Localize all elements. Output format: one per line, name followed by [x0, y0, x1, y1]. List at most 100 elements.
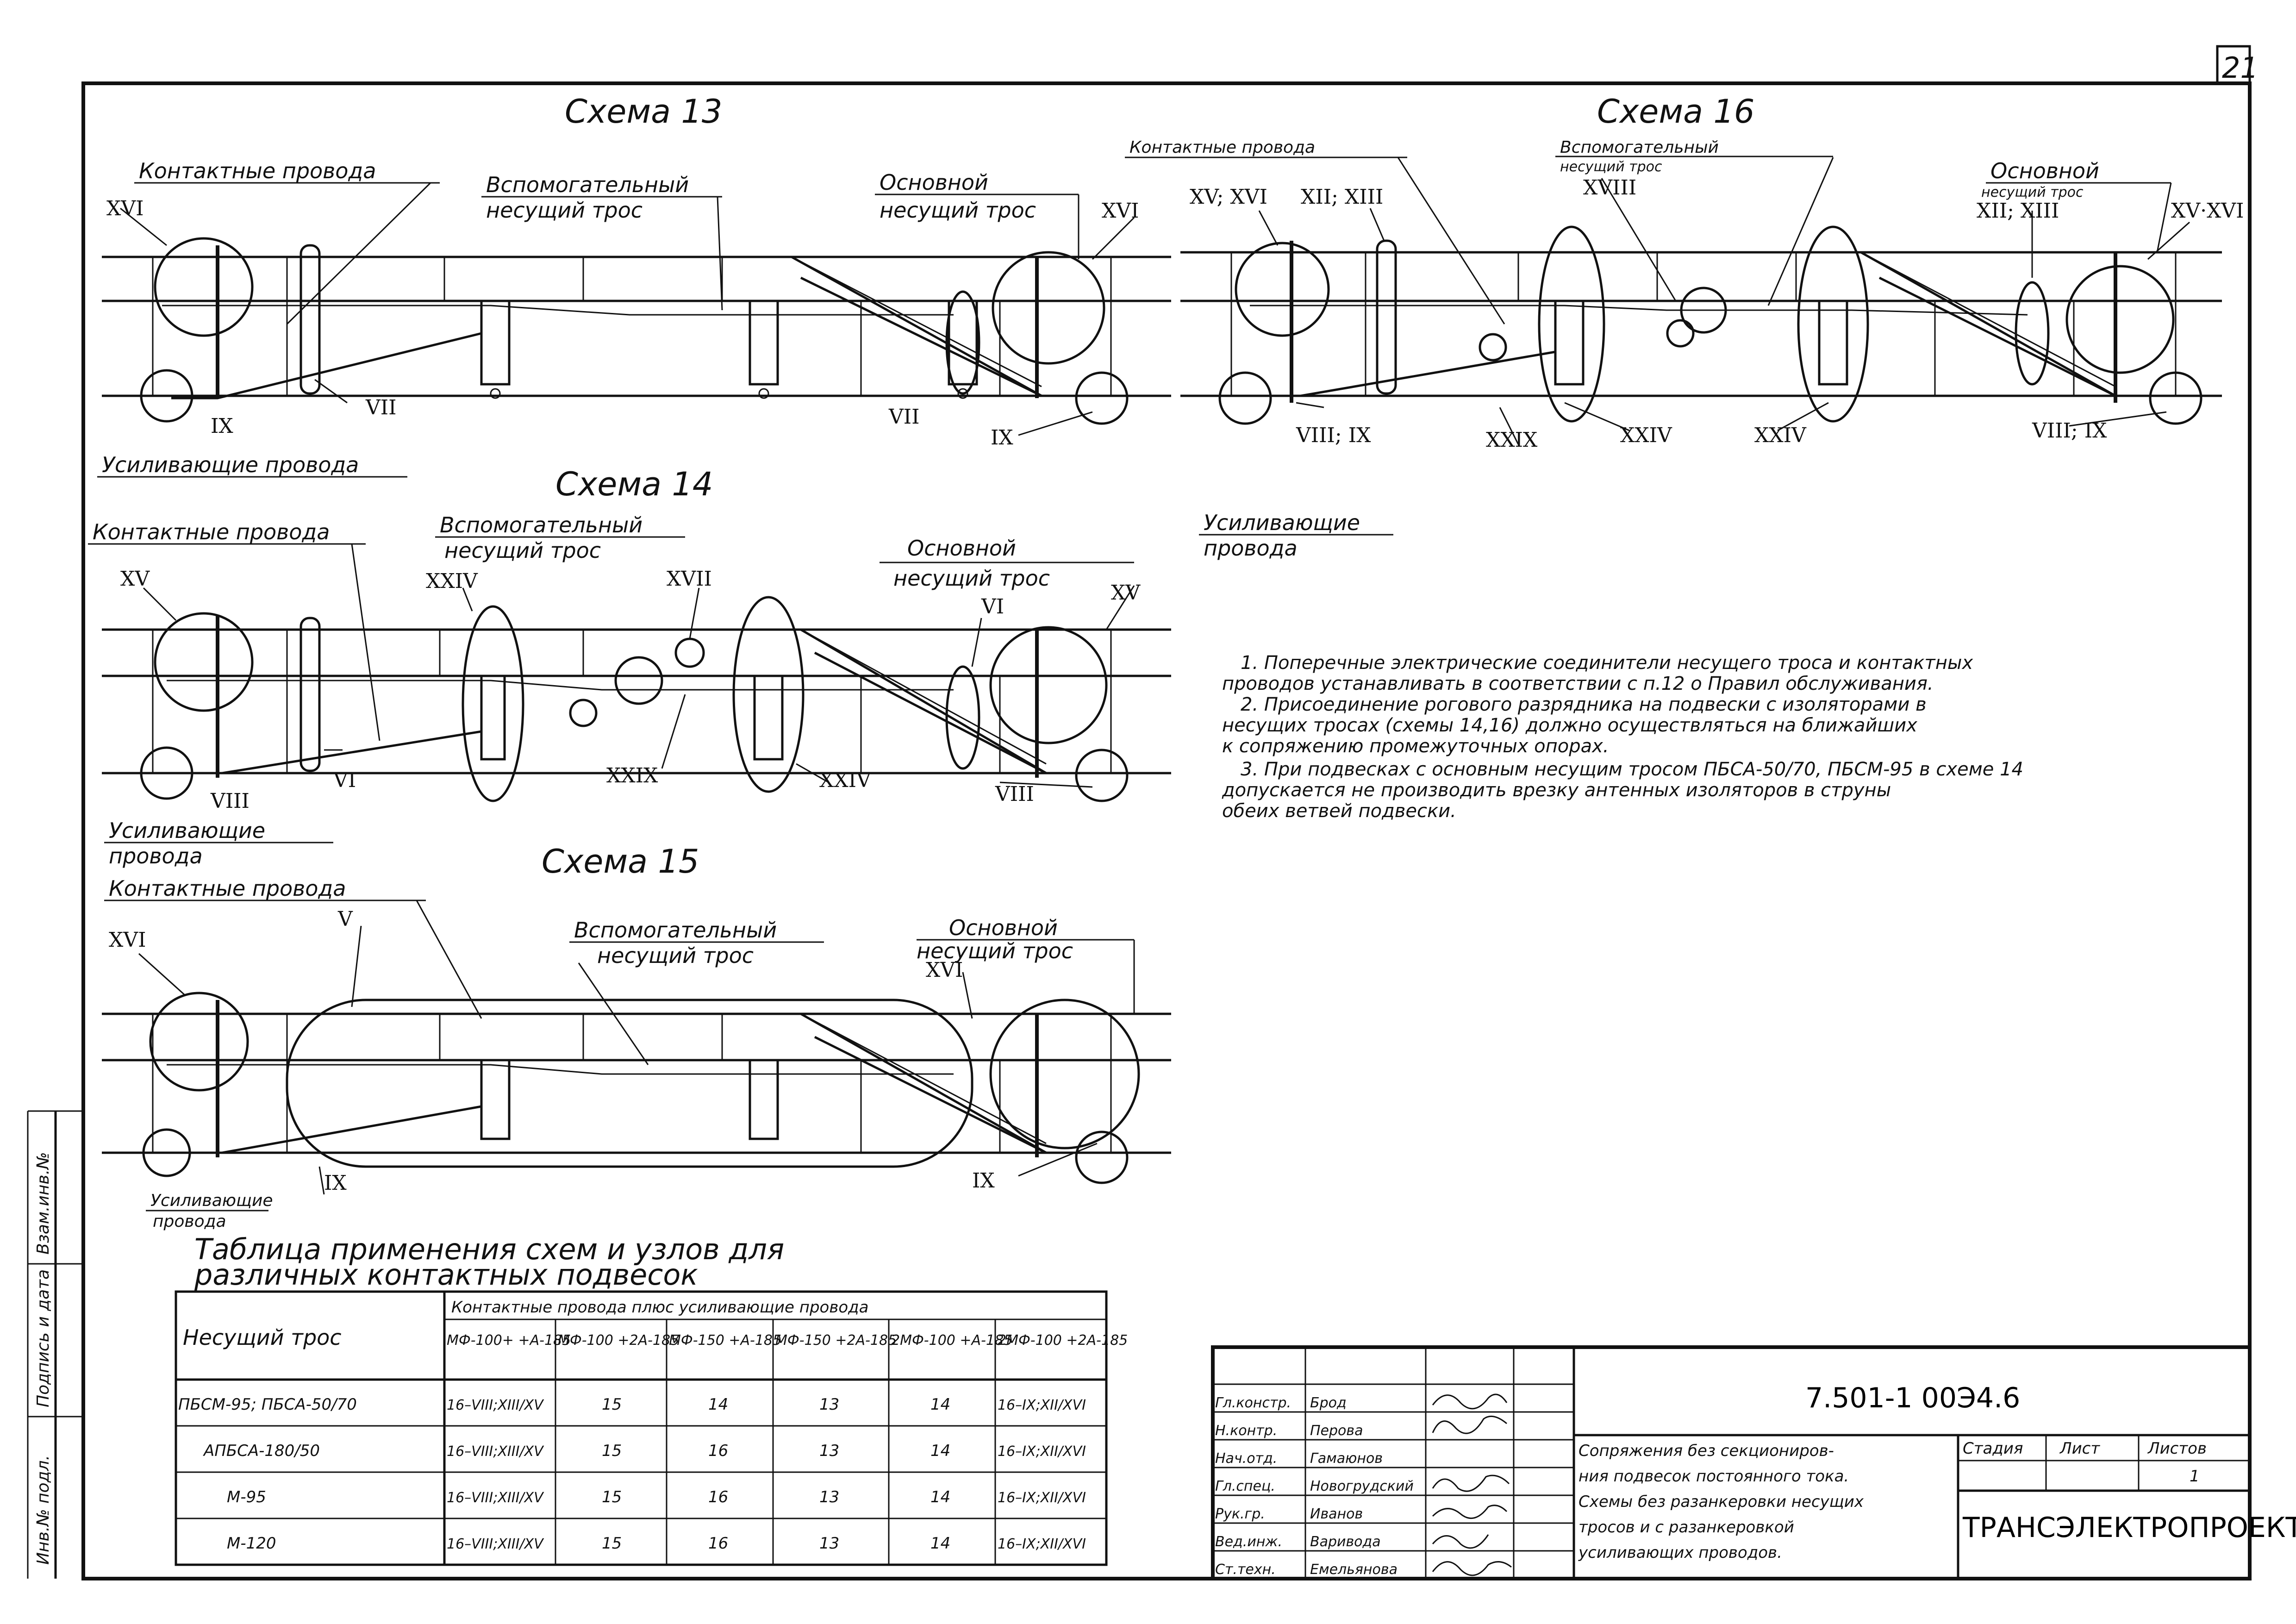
table-cell-cable: М-120 — [227, 1534, 276, 1553]
side-strip-inv: Инв.№ подл. — [34, 1455, 53, 1565]
scheme-15-node-xvi-right: XVI — [926, 958, 963, 982]
scheme-14-aux-label-1: Вспомогательный — [440, 512, 643, 537]
scheme-14-node-xxiv-top: XXIV — [426, 569, 478, 593]
scheme-13-title: Схема 13 — [565, 93, 722, 131]
title-name: Иванов — [1310, 1506, 1363, 1522]
title-name: Новогрудский — [1310, 1478, 1414, 1494]
scheme-16-reinforcing-label-2: провода — [1204, 536, 1298, 561]
note-line-2: проводов устанавливать в соответствии с … — [1222, 673, 1934, 694]
table-cell: 13 — [819, 1488, 839, 1506]
scheme-14-aux-label-2: несущий трос — [444, 538, 601, 563]
scheme-15-title: Схема 15 — [542, 843, 699, 881]
table-col-5: 2МФ-100 +А-185 — [891, 1332, 1012, 1349]
table-cell: 13 — [819, 1395, 839, 1414]
side-strip-replace: Взам.инв.№ — [34, 1152, 53, 1255]
scheme-16-main-label-1: Основной — [1990, 158, 2099, 183]
title-role: Вед.инж. — [1215, 1534, 1282, 1550]
scheme-15-main-label-1: Основной — [949, 915, 1058, 940]
table-cell-cable: АПБСА-180/50 — [203, 1442, 320, 1460]
scheme-16-reinforcing-label-1: Усиливающие — [1204, 510, 1360, 535]
table-row: М-95 16–VIII;XIII/XV 15 16 13 14 16–IX;X… — [227, 1488, 1086, 1506]
scheme-16-node-xxix: XXIX — [1486, 428, 1538, 452]
scheme-14-node-xxiv-bottom: XXIV — [819, 768, 872, 792]
scheme-13-contact-label: Контактные провода — [139, 158, 376, 183]
table-cell-cable: М-95 — [227, 1488, 266, 1506]
scheme-14-main-label-1: Основной — [907, 536, 1016, 561]
side-strip: Инв.№ подл. Подпись и дата Взам.инв.№ — [27, 1110, 83, 1579]
scheme-13-node-ix-right: IX — [991, 426, 1013, 450]
note-line-6: 3. При подвесках с основным несущим трос… — [1241, 759, 2023, 780]
table-cell: 14 — [930, 1534, 950, 1553]
title-description: Сопряжения без секциониров- — [1578, 1442, 1834, 1460]
sheet-frame — [81, 81, 2252, 1580]
scheme-14-reinforcing-label-2: провода — [109, 843, 203, 868]
table-cell: 14 — [930, 1395, 950, 1414]
scheme-14-reinforcing-label-1: Усиливающие — [109, 818, 265, 843]
scheme-14: Схема 14 Контактные провода Вспомогатель… — [88, 465, 1171, 868]
table-cell: 16–IX;XII/XVI — [998, 1536, 1086, 1552]
table-group-header: Контактные провода плюс усиливающие пров… — [451, 1298, 869, 1317]
scheme-13-reinforcing-label: Усиливающие провода — [102, 452, 359, 477]
title-name: Гамаюнов — [1310, 1450, 1383, 1467]
scheme-14-node-viii-right: VIII — [995, 782, 1034, 806]
scheme-13-aux-label-1: Вспомогательный — [486, 172, 689, 197]
notes: 1. Поперечные электрические соединители … — [1222, 652, 2023, 822]
table-cell: 16 — [708, 1488, 728, 1506]
scheme-14-node-vi-top: VI — [981, 595, 1004, 618]
table-cell: 14 — [708, 1395, 728, 1414]
table-row: ПБСМ-95; ПБСА-50/70 16–VIII;XIII/XV 15 1… — [178, 1395, 1086, 1414]
scheme-15-node-ix-right: IX — [972, 1169, 995, 1193]
title-role: Ст.техн. — [1215, 1562, 1276, 1578]
table-cell: 16–IX;XII/XVI — [998, 1397, 1086, 1413]
scheme-16: Схема 16 Контактные провода Вспомогатель… — [1125, 93, 2244, 561]
scheme-15-node-v: V — [337, 907, 353, 931]
table-col-3: МФ-150 +А-185 — [669, 1332, 781, 1349]
scheme-13-aux-label-2: несущий трос — [486, 198, 643, 223]
title-name: Перова — [1310, 1423, 1363, 1439]
title-stage-label: Стадия — [1963, 1439, 2023, 1458]
table-col-1: МФ-100+ +А-185 — [447, 1332, 571, 1349]
note-line-4: несущих тросах (схемы 14,16) должно осущ… — [1222, 715, 1917, 736]
note-line-3: 2. Присоединение рогового разрядника на … — [1241, 694, 1927, 715]
scheme-13: Схема 13 Контактные провода Вспомогатель… — [97, 93, 1171, 478]
table-cell: 16–IX;XII/XVI — [998, 1490, 1086, 1506]
sheet-number: 21 — [2222, 51, 2259, 85]
table-cell: 15 — [602, 1442, 622, 1460]
title-sheets-label: Листов — [2147, 1439, 2207, 1458]
scheme-13-main-label-1: Основной — [880, 170, 988, 195]
table-cell: 13 — [819, 1442, 839, 1460]
scheme-16-title: Схема 16 — [1597, 93, 1754, 131]
scheme-15-reinforcing-label-1: Усиливающие — [150, 1191, 273, 1210]
scheme-16-main-label-2: несущий трос — [1981, 184, 2084, 200]
table-cell: 15 — [602, 1395, 622, 1414]
table-title-1: Таблица применения схем и узлов для — [194, 1232, 784, 1266]
scheme-14-node-xv-right: XV — [1111, 581, 1141, 605]
table-cell: 14 — [930, 1488, 950, 1506]
scheme-14-node-xv-left: XV — [120, 567, 150, 591]
table-cell: 16–VIII;XIII/XV — [447, 1443, 544, 1460]
scheme-15-node-xvi-left: XVI — [109, 928, 146, 952]
table-cell: 16–VIII;XIII/XV — [447, 1490, 544, 1506]
scheme-16-node-xv-xvi: XV; XVI — [1190, 185, 1267, 209]
title-sheet-label: Лист — [2059, 1439, 2100, 1458]
scheme-14-node-xvii: XVII — [667, 567, 712, 591]
title-block: Гл.констр. Н.контр. Нач.отд. Гл.спец. Ру… — [1211, 1345, 2296, 1580]
title-description: усиливающих проводов. — [1578, 1543, 1782, 1562]
scheme-16-node-xii-xiii-left: XII; XIII — [1301, 185, 1383, 209]
note-line-7: допускается не производить врезку антенн… — [1222, 780, 1891, 801]
organization-name: ТРАНСЭЛЕКТРОПРОЕКТ — [1962, 1512, 2296, 1544]
table-col-4: МФ-150 +2А-185 — [775, 1332, 897, 1349]
scheme-15: Схема 15 Контактные провода Вспомогатель… — [102, 843, 1171, 1231]
scheme-16-node-xv-xvi-right: XV·XVI — [2171, 199, 2244, 223]
table-cell: 14 — [930, 1442, 950, 1460]
scheme-16-aux-label-2: несущий трос — [1560, 159, 1662, 175]
title-role: Гл.спец. — [1215, 1478, 1275, 1494]
scheme-15-aux-label-2: несущий трос — [597, 943, 754, 968]
scheme-15-main-label-2: несущий трос — [917, 938, 1073, 963]
table-row: М-120 16–VIII;XIII/XV 15 16 13 14 16–IX;… — [227, 1534, 1086, 1553]
table-col-2: МФ-100 +2А-185 — [558, 1332, 679, 1349]
scheme-15-contact-label: Контактные провода — [109, 876, 346, 901]
scheme-13-node-vii-right: VII — [888, 405, 920, 429]
title-description: Схемы без разанкеровки несущих — [1578, 1493, 1864, 1511]
